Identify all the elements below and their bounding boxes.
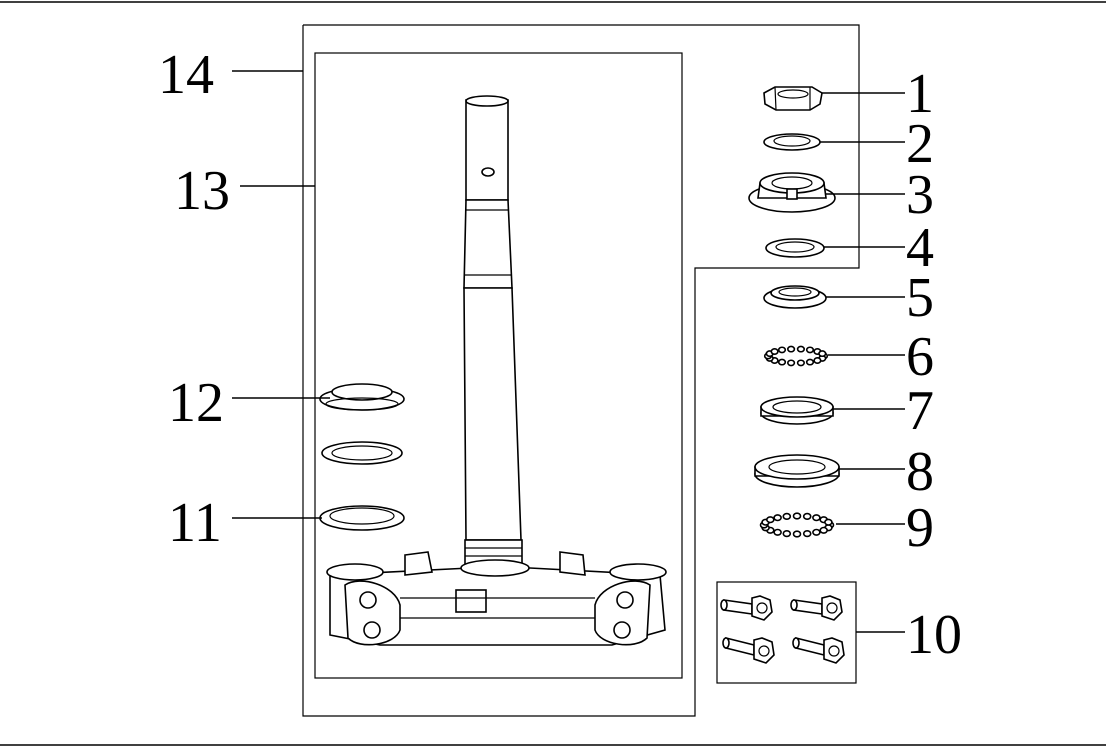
callout-6: 6 — [906, 326, 934, 388]
bearing-ball — [777, 346, 787, 354]
bearing-ball — [802, 529, 812, 538]
ball-bearings-9 — [759, 512, 835, 538]
bearing-ball — [786, 345, 796, 353]
lower-triple-clamp — [326, 551, 667, 646]
bearing-race-5 — [763, 285, 827, 309]
bearing-race-8 — [754, 454, 840, 488]
bearing-ball — [813, 357, 822, 364]
bolt-10c — [722, 636, 775, 664]
bearing-ball — [812, 528, 821, 536]
callout-2: 2 — [906, 113, 934, 175]
callout-7: 7 — [906, 380, 934, 442]
bolt-group-box — [716, 581, 857, 684]
bearing-ball — [796, 359, 806, 367]
steering-stem — [463, 95, 523, 567]
ball-bearings-6 — [763, 345, 829, 367]
bolt-10a — [720, 595, 773, 621]
bearing-race-7 — [760, 396, 834, 425]
adjust-nut-3 — [748, 172, 836, 213]
callout-11: 11 — [168, 492, 222, 554]
bearing-ball — [819, 526, 829, 534]
bearing-ball — [792, 512, 802, 520]
bearing-race-12 — [319, 383, 405, 411]
callout-12: 12 — [168, 372, 224, 434]
bearing-ball — [770, 348, 779, 355]
bearing-ball — [782, 529, 792, 538]
bearing-ball — [773, 528, 782, 536]
bearing-ball — [818, 350, 827, 358]
callout-14: 14 — [158, 44, 214, 106]
bearing-ball — [777, 358, 787, 366]
washer-4 — [765, 238, 825, 258]
bearing-ball — [786, 359, 796, 367]
bolt-10b — [790, 595, 843, 621]
bearing-ball — [796, 345, 806, 353]
callout-8: 8 — [906, 441, 934, 503]
assembly-14-outline — [302, 24, 860, 717]
callout-1: 1 — [906, 63, 934, 125]
callout-5: 5 — [906, 267, 934, 329]
bearing-ball — [805, 358, 815, 366]
callout-10: 10 — [906, 604, 962, 666]
callout-4: 4 — [906, 217, 934, 279]
bolt-10d — [792, 636, 845, 664]
bearing-ball — [773, 514, 782, 522]
lock-nut-1 — [763, 86, 823, 111]
callout-3: 3 — [906, 164, 934, 226]
bearing-ball — [805, 346, 815, 354]
assembly-13-box — [314, 52, 683, 679]
seal-11 — [319, 505, 405, 531]
bearing-ball — [802, 512, 812, 521]
callout-13: 13 — [174, 160, 230, 222]
washer-left — [321, 441, 403, 465]
bearing-ball — [824, 518, 833, 526]
washer-2 — [763, 133, 821, 151]
bearing-ball — [782, 512, 792, 521]
bearing-ball — [765, 516, 775, 524]
bearing-ball — [812, 514, 821, 522]
bearing-ball — [792, 530, 802, 538]
callout-9: 9 — [906, 497, 934, 559]
